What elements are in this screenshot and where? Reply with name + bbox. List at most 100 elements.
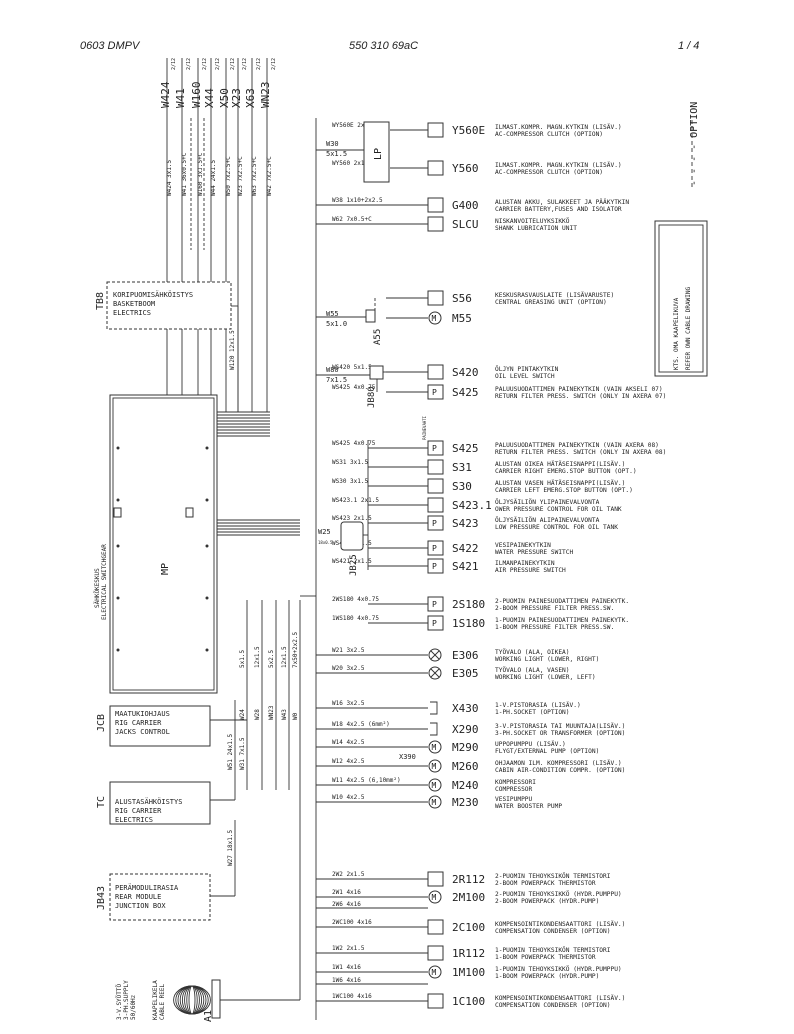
a1-tag: A1 (203, 1010, 214, 1022)
cable-code-w160: W160 (190, 82, 203, 109)
cable-sheet-ref: 2/12 (215, 58, 221, 70)
component-desc-fi: PALUUSUODATTIMEN PAINEKYTKIN (VAIN AXERA… (495, 442, 659, 449)
component-id-2s180: 2S180 (452, 598, 485, 611)
cable-spec: W50 7x2.5+C (225, 156, 232, 196)
cable-reel-coil (186, 985, 198, 1015)
cable-code-x63: X63 (244, 88, 257, 108)
switch-box (427, 919, 444, 935)
tc-text: ELECTRICS (115, 816, 153, 824)
component-desc-fi: KOMPENSOINTIKONDENSAATTORI (LISÄV.) (495, 993, 625, 1002)
mp-terminal (116, 648, 120, 652)
component-desc-fi: NISKANVOITELUYKSIKKÖ (495, 216, 570, 225)
x390-label: X390 (399, 753, 416, 761)
motor-letter: M (432, 798, 437, 807)
lp-cable: 5x1.5 (326, 150, 347, 158)
a55-cable: 5x1.0 (326, 320, 347, 328)
component-wire: 1WC100 4x16 (332, 993, 372, 1000)
component-wire: WY560E 2x1.5 (332, 122, 376, 129)
component-desc-en: COMPRESSOR (495, 786, 533, 793)
jb80-cable: 7x1.5 (326, 376, 347, 384)
component-desc-en: 2-BOOM PRESSURE FILTER PRESS.SW. (495, 605, 614, 612)
switch-box (427, 160, 444, 176)
socket-symbol (430, 722, 438, 736)
component-id-m290: M290 (452, 741, 479, 754)
component-wire: W12 4x2.5 (332, 758, 365, 765)
vcable-code: W24 (239, 709, 246, 720)
tc-text: RIG CARRIER (115, 807, 162, 815)
component-desc-fi: ÖLJYSÄILIÖN YLIPAINEVALVONTA (495, 497, 600, 506)
lp-tag: LP (373, 148, 384, 160)
motor-letter: M (432, 781, 437, 790)
component-id-y560e: Y560E (452, 124, 485, 137)
mp-caption: SÄHKÖKESKUS (94, 568, 101, 608)
mp-terminal (116, 544, 120, 548)
component-desc-fi: UPPOPUMPPU (LISÄV.) (495, 739, 566, 748)
component-desc-fi: ILMANPAINEKYTKIN (495, 560, 555, 567)
extra-wire-2w6: 2W6 4x16 (332, 901, 361, 908)
component-id-2m100: 2M100 (452, 891, 485, 904)
component-desc-fi: ILMAST.KOMPR. MAGN.KYTKIN (LISÄV.) (495, 122, 622, 131)
component-desc-en: WATER PRESSURE SWITCH (495, 549, 574, 556)
component-desc-en: 1-BOOM POWERPACK (HYDR.PUMP) (495, 973, 599, 980)
jb80-cable: W80 (326, 366, 339, 374)
component-id-s423: S423 (452, 517, 479, 530)
component-desc-fi: 1-V.PISTORASIA (LISÄV.) (495, 700, 581, 709)
tb8-box (106, 281, 232, 330)
cable-spec: W41 36x0.5+C (181, 152, 188, 196)
component-wire: W14 4x2.5 (332, 739, 365, 746)
mp-terminal (116, 498, 120, 502)
component-desc-en: 2-BOOM POWERPACK THERMISTOR (495, 880, 596, 887)
component-desc-fi: 2-PUOMIN TEHOYKSIKKÖ (HYDR.PUMPPU) (495, 889, 622, 898)
cable-spec: W23 7x2.5+C (237, 156, 244, 196)
component-desc-en: AC-COMPRESSOR CLUTCH (OPTION) (495, 169, 603, 176)
motor-symbol (428, 890, 442, 904)
a55-cable: W55 (326, 310, 339, 318)
component-id-x290: X290 (452, 723, 479, 736)
tb8-text: BASKETBOOM (113, 300, 155, 308)
component-wire: WY560 2x1.5 (332, 160, 372, 167)
component-desc-fi: VESIPAINEKYTKIN (495, 542, 551, 549)
pressure-letter: P (432, 388, 437, 397)
component-desc-fi: ALUSTAN AKKU, SULAKKEET JA PÄÄKYTKIN (495, 197, 629, 206)
cable-reel-coil (188, 985, 196, 1015)
component-wire: WS420 5x1.5 (332, 364, 372, 371)
mp-terminal (205, 498, 209, 502)
component-desc-en: LOW PRESSURE CONTROL FOR OIL TANK (495, 524, 618, 531)
component-desc-en: RETURN FILTER PRESS. SWITCH (ONLY IN AXE… (495, 449, 666, 456)
cable-reel-coil (181, 985, 203, 1015)
jb43-text: PERÄMODULIRASIA (115, 883, 179, 892)
component-id-2r112: 2R112 (452, 873, 485, 886)
component-desc-fi: ILMAST.KOMPR. MAGN.KYTKIN (LISÄV.) (495, 160, 622, 169)
mp-terminal (116, 596, 120, 600)
component-wire: WS423 2x1.5 (332, 515, 372, 522)
cable-code-w424: W424 (159, 81, 172, 108)
switch-box (427, 993, 444, 1009)
tc-text: ALUSTASÄHKÖISTYS (115, 797, 182, 806)
cable-sheet-ref: 2/12 (186, 58, 192, 70)
switch-box (427, 290, 444, 306)
component-id-s420: S420 (452, 366, 479, 379)
component-wire: WS425 4x0.75 (332, 384, 376, 391)
jb43-tag: JB43 (96, 886, 107, 910)
component-desc-fi: 1-PUOMIN TEHOYKSIKÖN TERMISTORI (495, 945, 611, 954)
lamp-cross (430, 668, 440, 678)
component-desc-en: COMPENSATION CONDENSER (OPTION) (495, 928, 610, 935)
component-desc-en: CARRIER LEFT EMERG.STOP BUTTON (OPT.) (495, 487, 633, 494)
component-desc-en: OIL LEVEL SWITCH (495, 373, 555, 380)
component-wire: W10 4x2.5 (332, 794, 365, 801)
component-id-s31: S31 (452, 461, 472, 474)
cable-sheet-ref: 2/12 (256, 58, 262, 70)
component-desc-fi: 1-PUOMIN PAINESUODATTIMEN PAINEKYTK. (495, 617, 629, 624)
vcable-spec: 5x2.5 (268, 650, 275, 668)
mp-connector (113, 507, 122, 518)
switch-box (427, 364, 444, 380)
pressure-letter: P (432, 519, 437, 528)
component-id-y560: Y560 (452, 162, 479, 175)
mp-terminal (205, 446, 209, 450)
switch-box (427, 459, 444, 475)
component-desc-en: CARRIER RIGHT EMERG.STOP BUTTON (OPT.) (495, 468, 637, 475)
component-desc-en: RETURN FILTER PRESS. SWITCH (ONLY IN AXE… (495, 393, 666, 400)
component-wire: 1W1 4x16 (332, 964, 361, 971)
lamp-cross (430, 650, 440, 660)
component-desc-en: CARRIER BATTERY,FUSES AND ISOLATOR (495, 206, 622, 213)
